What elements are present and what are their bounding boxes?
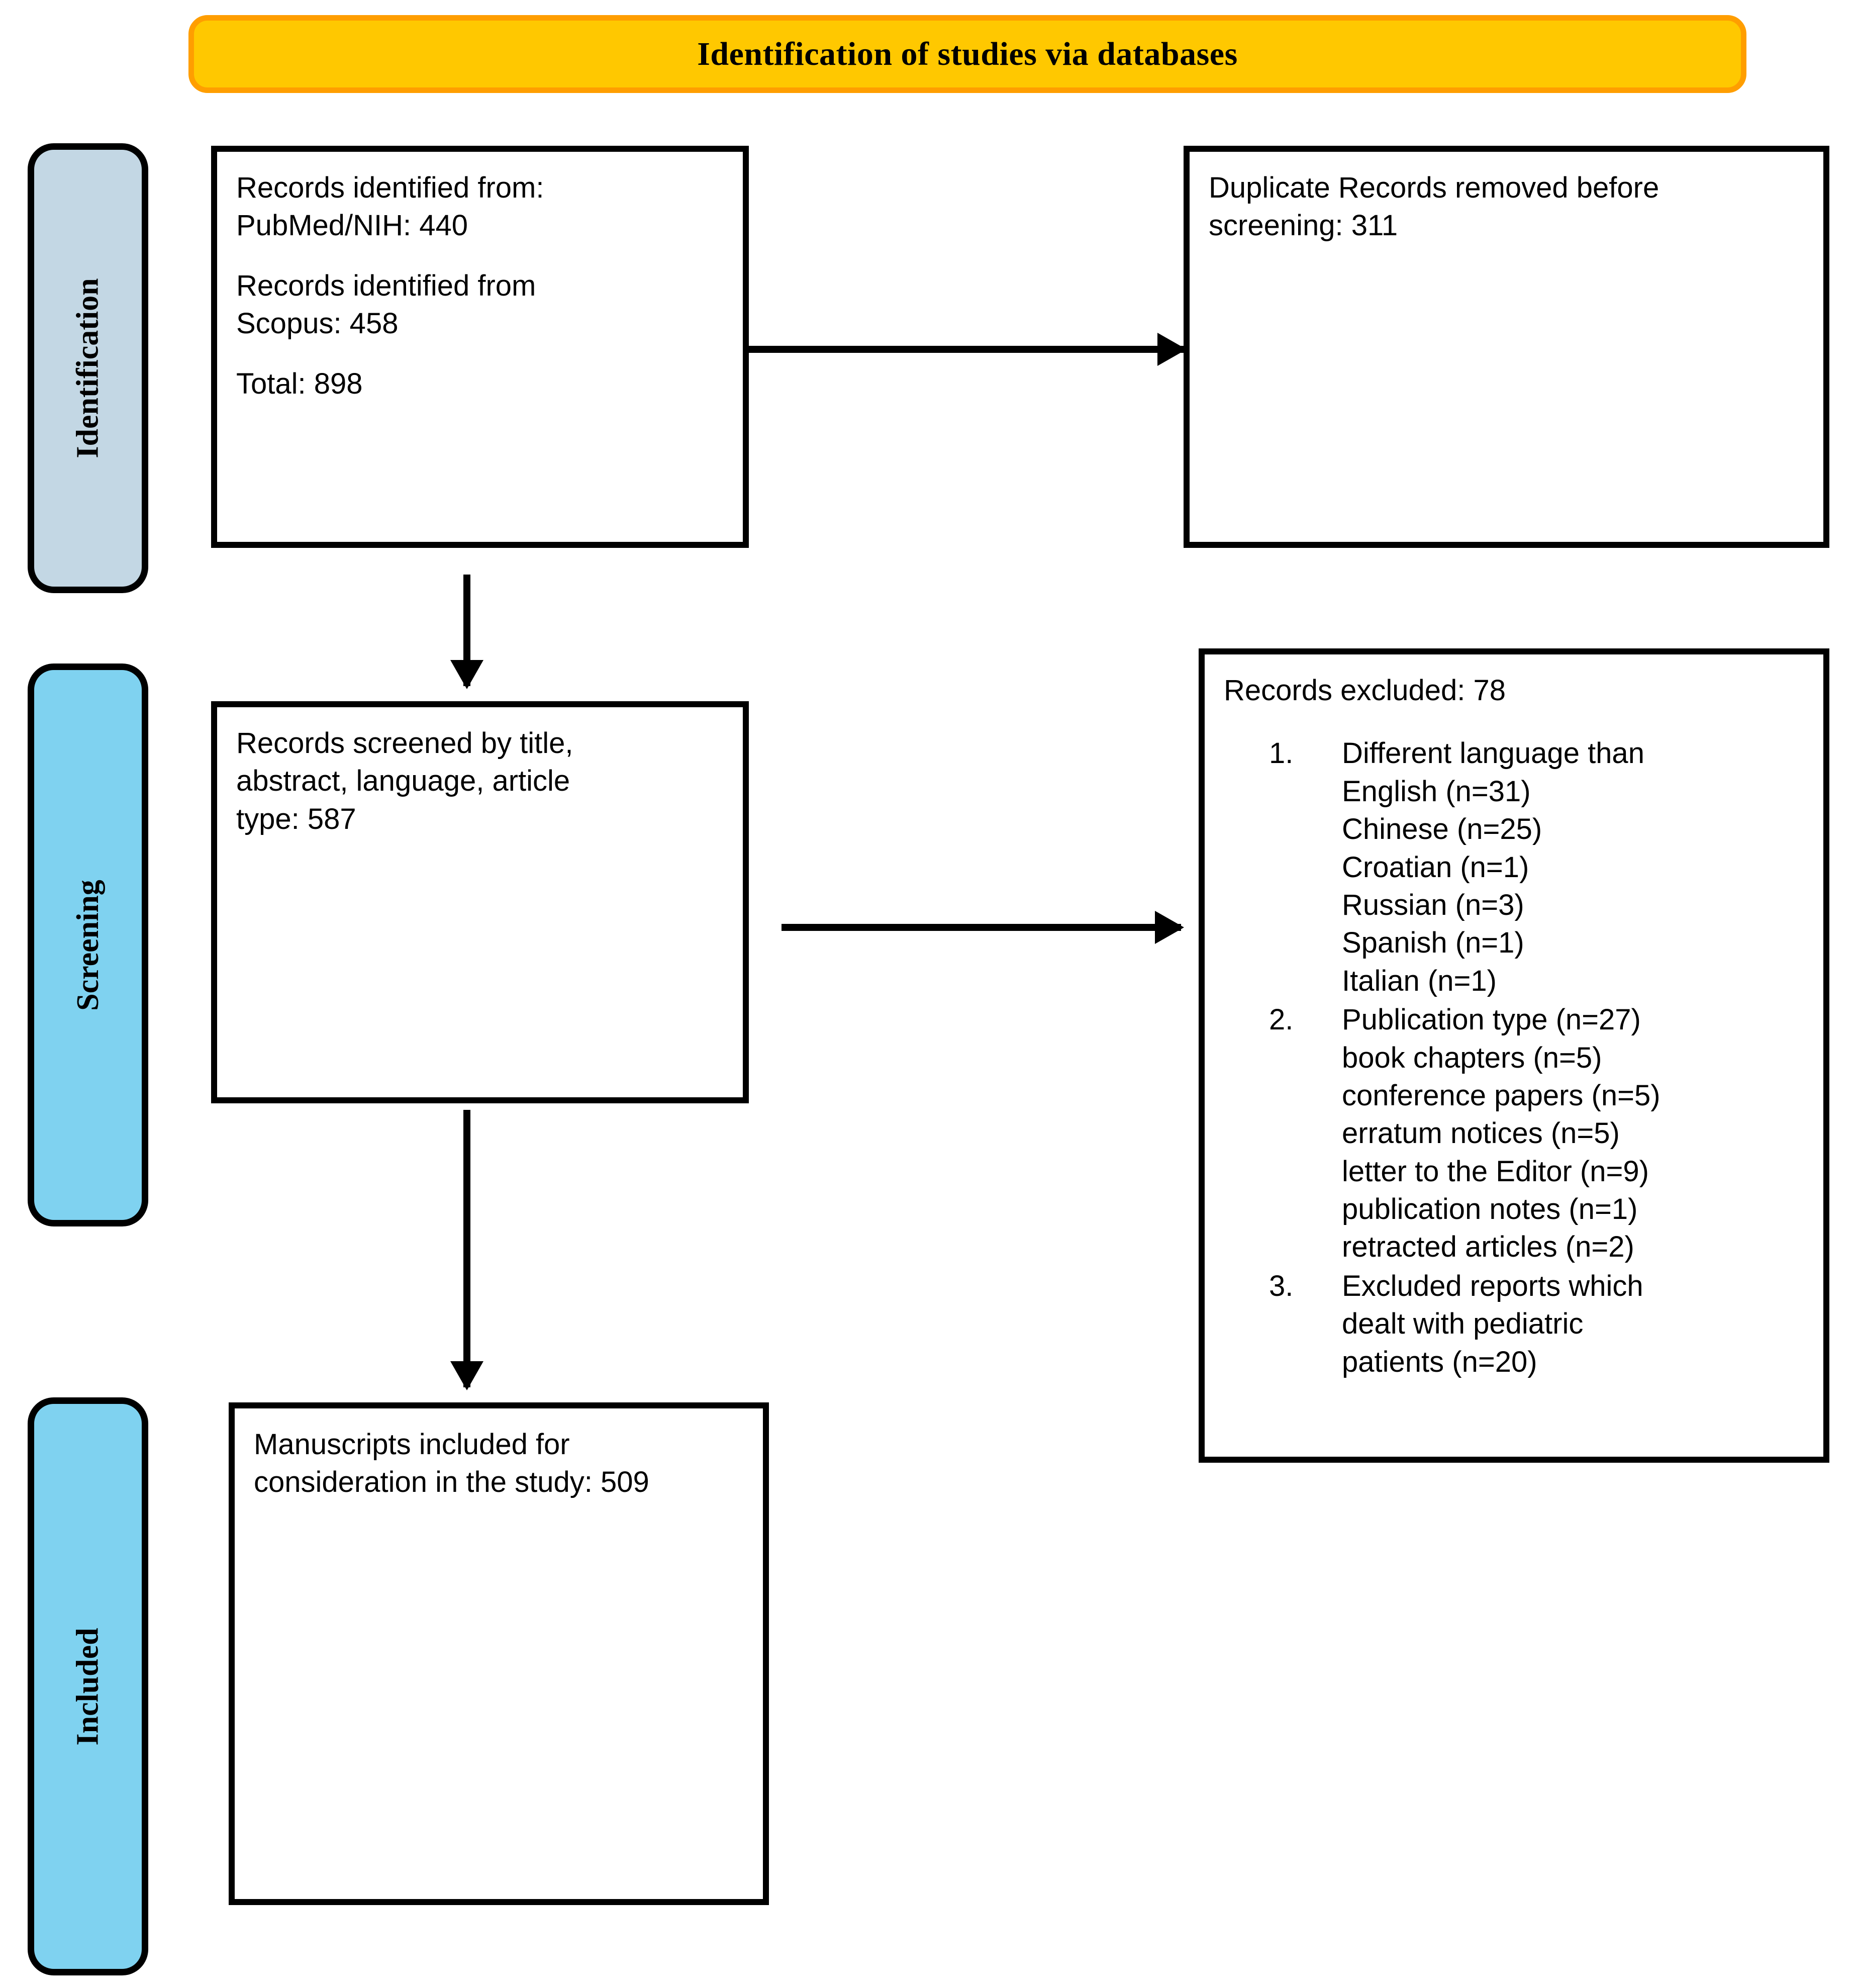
list-item-line: publication notes (n=1) bbox=[1342, 1193, 1638, 1226]
arrow-screened-to-excluded bbox=[782, 924, 1181, 931]
list-item-line: patients (n=20) bbox=[1342, 1345, 1537, 1378]
records-identified-line-4: Scopus: 458 bbox=[236, 307, 399, 340]
screened-line-1: Records screened by title, bbox=[236, 727, 573, 760]
screened-line-2: abstract, language, article bbox=[236, 765, 570, 798]
stage-label-included: Included bbox=[70, 1627, 105, 1746]
records-identified-line-2: PubMed/NIH: 440 bbox=[236, 209, 468, 242]
list-item-number: 1. bbox=[1269, 737, 1294, 770]
stage-label-screening: Screening bbox=[70, 879, 105, 1011]
box-records-excluded: Records excluded: 78 1. Different langua… bbox=[1199, 648, 1829, 1463]
list-item-line: Spanish (n=1) bbox=[1342, 926, 1524, 960]
box-duplicate-records-removed: Duplicate Records removed before screeni… bbox=[1184, 146, 1829, 548]
stage-tab-identification: Identification bbox=[28, 143, 148, 593]
records-identified-total: Total: 898 bbox=[236, 367, 363, 400]
records-identified-line-1: Records identified from: bbox=[236, 171, 544, 204]
duplicates-line-1: Duplicate Records removed before bbox=[1209, 171, 1659, 204]
list-item-line: English (n=31) bbox=[1342, 775, 1531, 808]
diagram-header-banner: Identification of studies via databases bbox=[188, 15, 1746, 93]
list-item-body: Excluded reports which dealt with pediat… bbox=[1342, 1267, 1804, 1381]
spacer bbox=[236, 343, 724, 365]
spacer bbox=[236, 245, 724, 267]
box-manuscripts-included: Manuscripts included for consideration i… bbox=[229, 1402, 769, 1905]
box-records-identified: Records identified from: PubMed/NIH: 440… bbox=[211, 146, 749, 548]
list-item-line: Excluded reports which bbox=[1342, 1269, 1643, 1302]
stage-tab-included: Included bbox=[28, 1397, 148, 1975]
arrow-screened-to-included bbox=[463, 1110, 470, 1387]
list-item-line: erratum notices (n=5) bbox=[1342, 1117, 1620, 1150]
list-item-line: Chinese (n=25) bbox=[1342, 813, 1542, 846]
list-item-line: dealt with pediatric bbox=[1342, 1307, 1584, 1341]
list-item: 2. Publication type (n=27) book chapters… bbox=[1224, 1001, 1804, 1266]
page-title: Identification of studies via databases bbox=[697, 35, 1238, 72]
excluded-heading: Records excluded: 78 bbox=[1224, 674, 1506, 707]
list-item-line: Publication type (n=27) bbox=[1342, 1003, 1641, 1036]
list-item-line: Croatian (n=1) bbox=[1342, 850, 1529, 884]
stage-tab-screening: Screening bbox=[28, 664, 148, 1226]
box-records-screened: Records screened by title, abstract, lan… bbox=[211, 701, 749, 1103]
list-item-body: Different language than English (n=31) C… bbox=[1342, 734, 1804, 1000]
list-item-line: Russian (n=3) bbox=[1342, 888, 1524, 921]
list-item-line: Different language than bbox=[1342, 737, 1644, 770]
arrow-identified-to-screened bbox=[463, 575, 470, 686]
included-line-1: Manuscripts included for bbox=[254, 1428, 570, 1461]
screened-line-3: type: 587 bbox=[236, 802, 356, 835]
list-item-line: Italian (n=1) bbox=[1342, 964, 1497, 997]
included-line-2: consideration in the study: 509 bbox=[254, 1466, 649, 1499]
arrow-identified-to-duplicates bbox=[749, 346, 1184, 353]
list-item: 1. Different language than English (n=31… bbox=[1224, 734, 1804, 1000]
list-item: 3. Excluded reports which dealt with ped… bbox=[1224, 1267, 1804, 1381]
list-item-line: letter to the Editor (n=9) bbox=[1342, 1155, 1649, 1188]
list-item-line: retracted articles (n=2) bbox=[1342, 1230, 1634, 1264]
exclusion-reason-list: 1. Different language than English (n=31… bbox=[1224, 734, 1804, 1381]
list-item-line: conference papers (n=5) bbox=[1342, 1079, 1660, 1112]
list-item-line: book chapters (n=5) bbox=[1342, 1041, 1602, 1074]
list-item-number: 2. bbox=[1269, 1003, 1294, 1036]
stage-label-identification: Identification bbox=[70, 278, 105, 458]
records-identified-line-3: Records identified from bbox=[236, 269, 536, 302]
duplicates-line-2: screening: 311 bbox=[1209, 209, 1398, 242]
list-item-number: 3. bbox=[1269, 1269, 1294, 1302]
list-item-body: Publication type (n=27) book chapters (n… bbox=[1342, 1001, 1804, 1266]
